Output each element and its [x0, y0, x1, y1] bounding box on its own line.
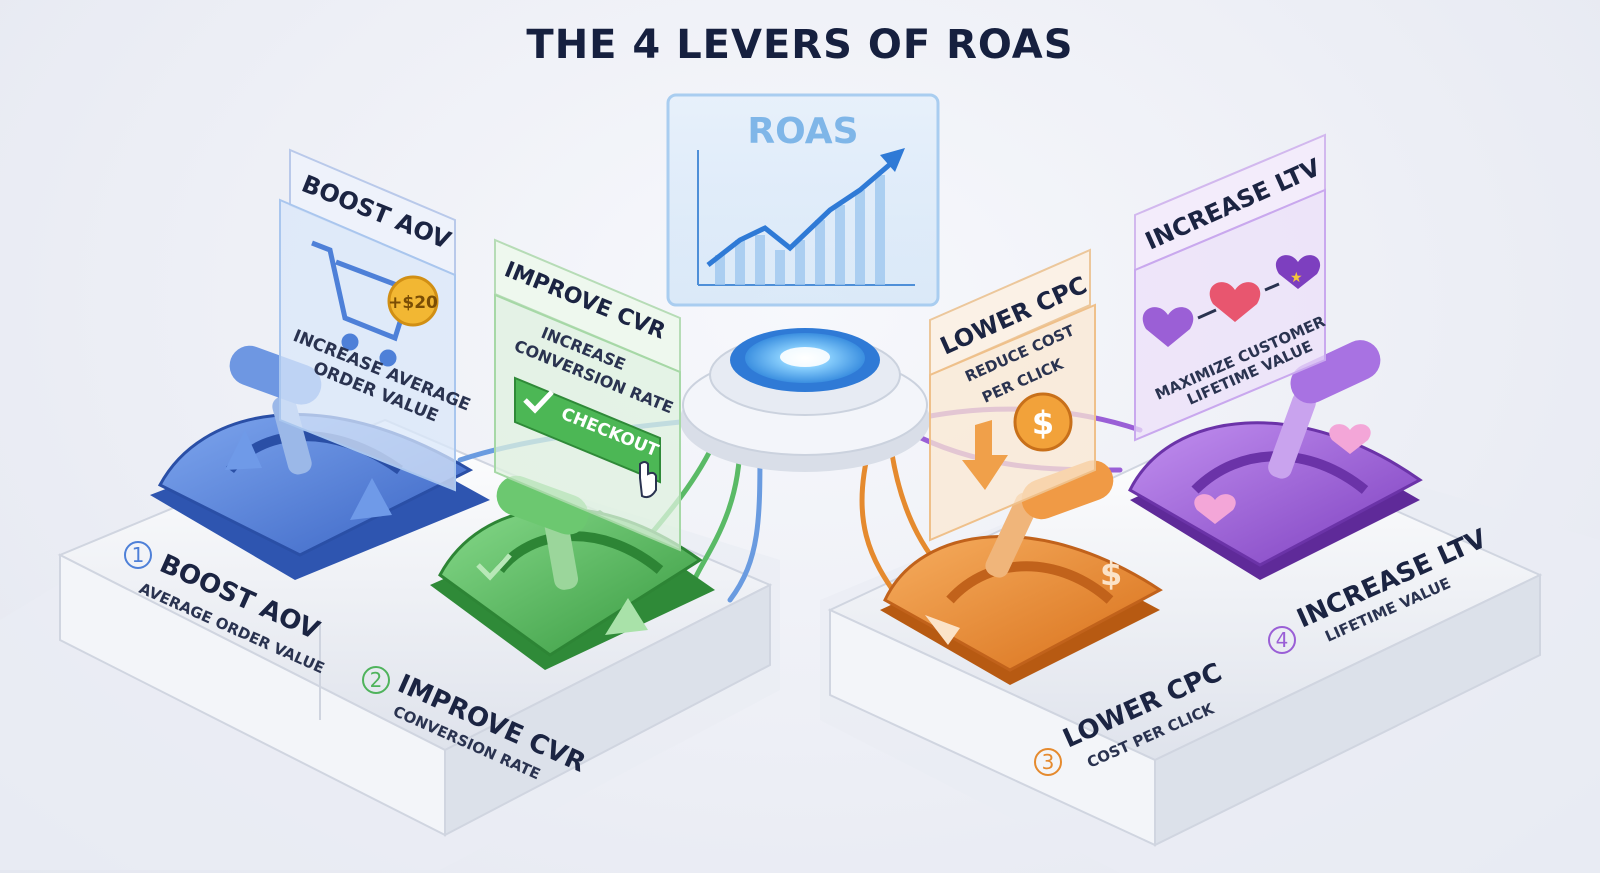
down-arrow-icon — [925, 615, 960, 645]
pointer-hand-icon — [639, 461, 657, 499]
panel-boost-aov: BOOST AOV +$20 INCREASE AVERAGE ORDER VA… — [279, 148, 473, 492]
lever-4-number: 4 — [1276, 628, 1289, 652]
roas-hub — [680, 328, 930, 472]
dollar-coin-icon — [1013, 392, 1073, 452]
checkout-button[interactable]: CHECKOUT — [514, 376, 662, 484]
lever-3-number: 3 — [1042, 750, 1055, 774]
dollar-icon: $ — [1100, 555, 1122, 593]
lever-3-lower-cpc[interactable]: $ — [880, 455, 1163, 685]
up-arrow-icon — [225, 430, 262, 470]
roas-chart-panel: ROAS — [666, 93, 940, 307]
panel-boost-aov-badge: +$20 — [388, 293, 438, 313]
panel-lower-cpc: LOWER CPC REDUCE COST PER CLICK $ — [929, 248, 1096, 542]
hearts-icon: ★ — [1142, 255, 1321, 347]
heart-icon — [1194, 494, 1236, 524]
check-icon — [476, 553, 512, 581]
lever-2-number: 2 — [370, 668, 383, 692]
diagram-title: THE 4 LEVERS OF ROAS — [526, 22, 1074, 68]
panel-lower-cpc-badge: $ — [1032, 404, 1054, 442]
lever-2-improve-cvr[interactable] — [430, 470, 715, 670]
heart-icon — [1329, 424, 1371, 454]
down-arrow-icon — [962, 420, 1008, 490]
up-arrow-icon — [350, 478, 392, 520]
lever-4-increase-ltv[interactable] — [1128, 334, 1423, 580]
roas-label: ROAS — [747, 111, 858, 152]
coin-icon — [387, 275, 439, 327]
panel-increase-ltv: INCREASE LTV ★ MAXIMIZE CUSTOMER LIFETIM… — [1134, 133, 1328, 442]
panel-improve-cvr: IMPROVE CVR INCREASE CONVERSION RATE CHE… — [494, 238, 681, 552]
lever-1-number: 1 — [132, 543, 145, 567]
check-icon — [523, 390, 554, 414]
svg-text:★: ★ — [1290, 270, 1303, 286]
up-arrow-icon — [605, 598, 648, 635]
